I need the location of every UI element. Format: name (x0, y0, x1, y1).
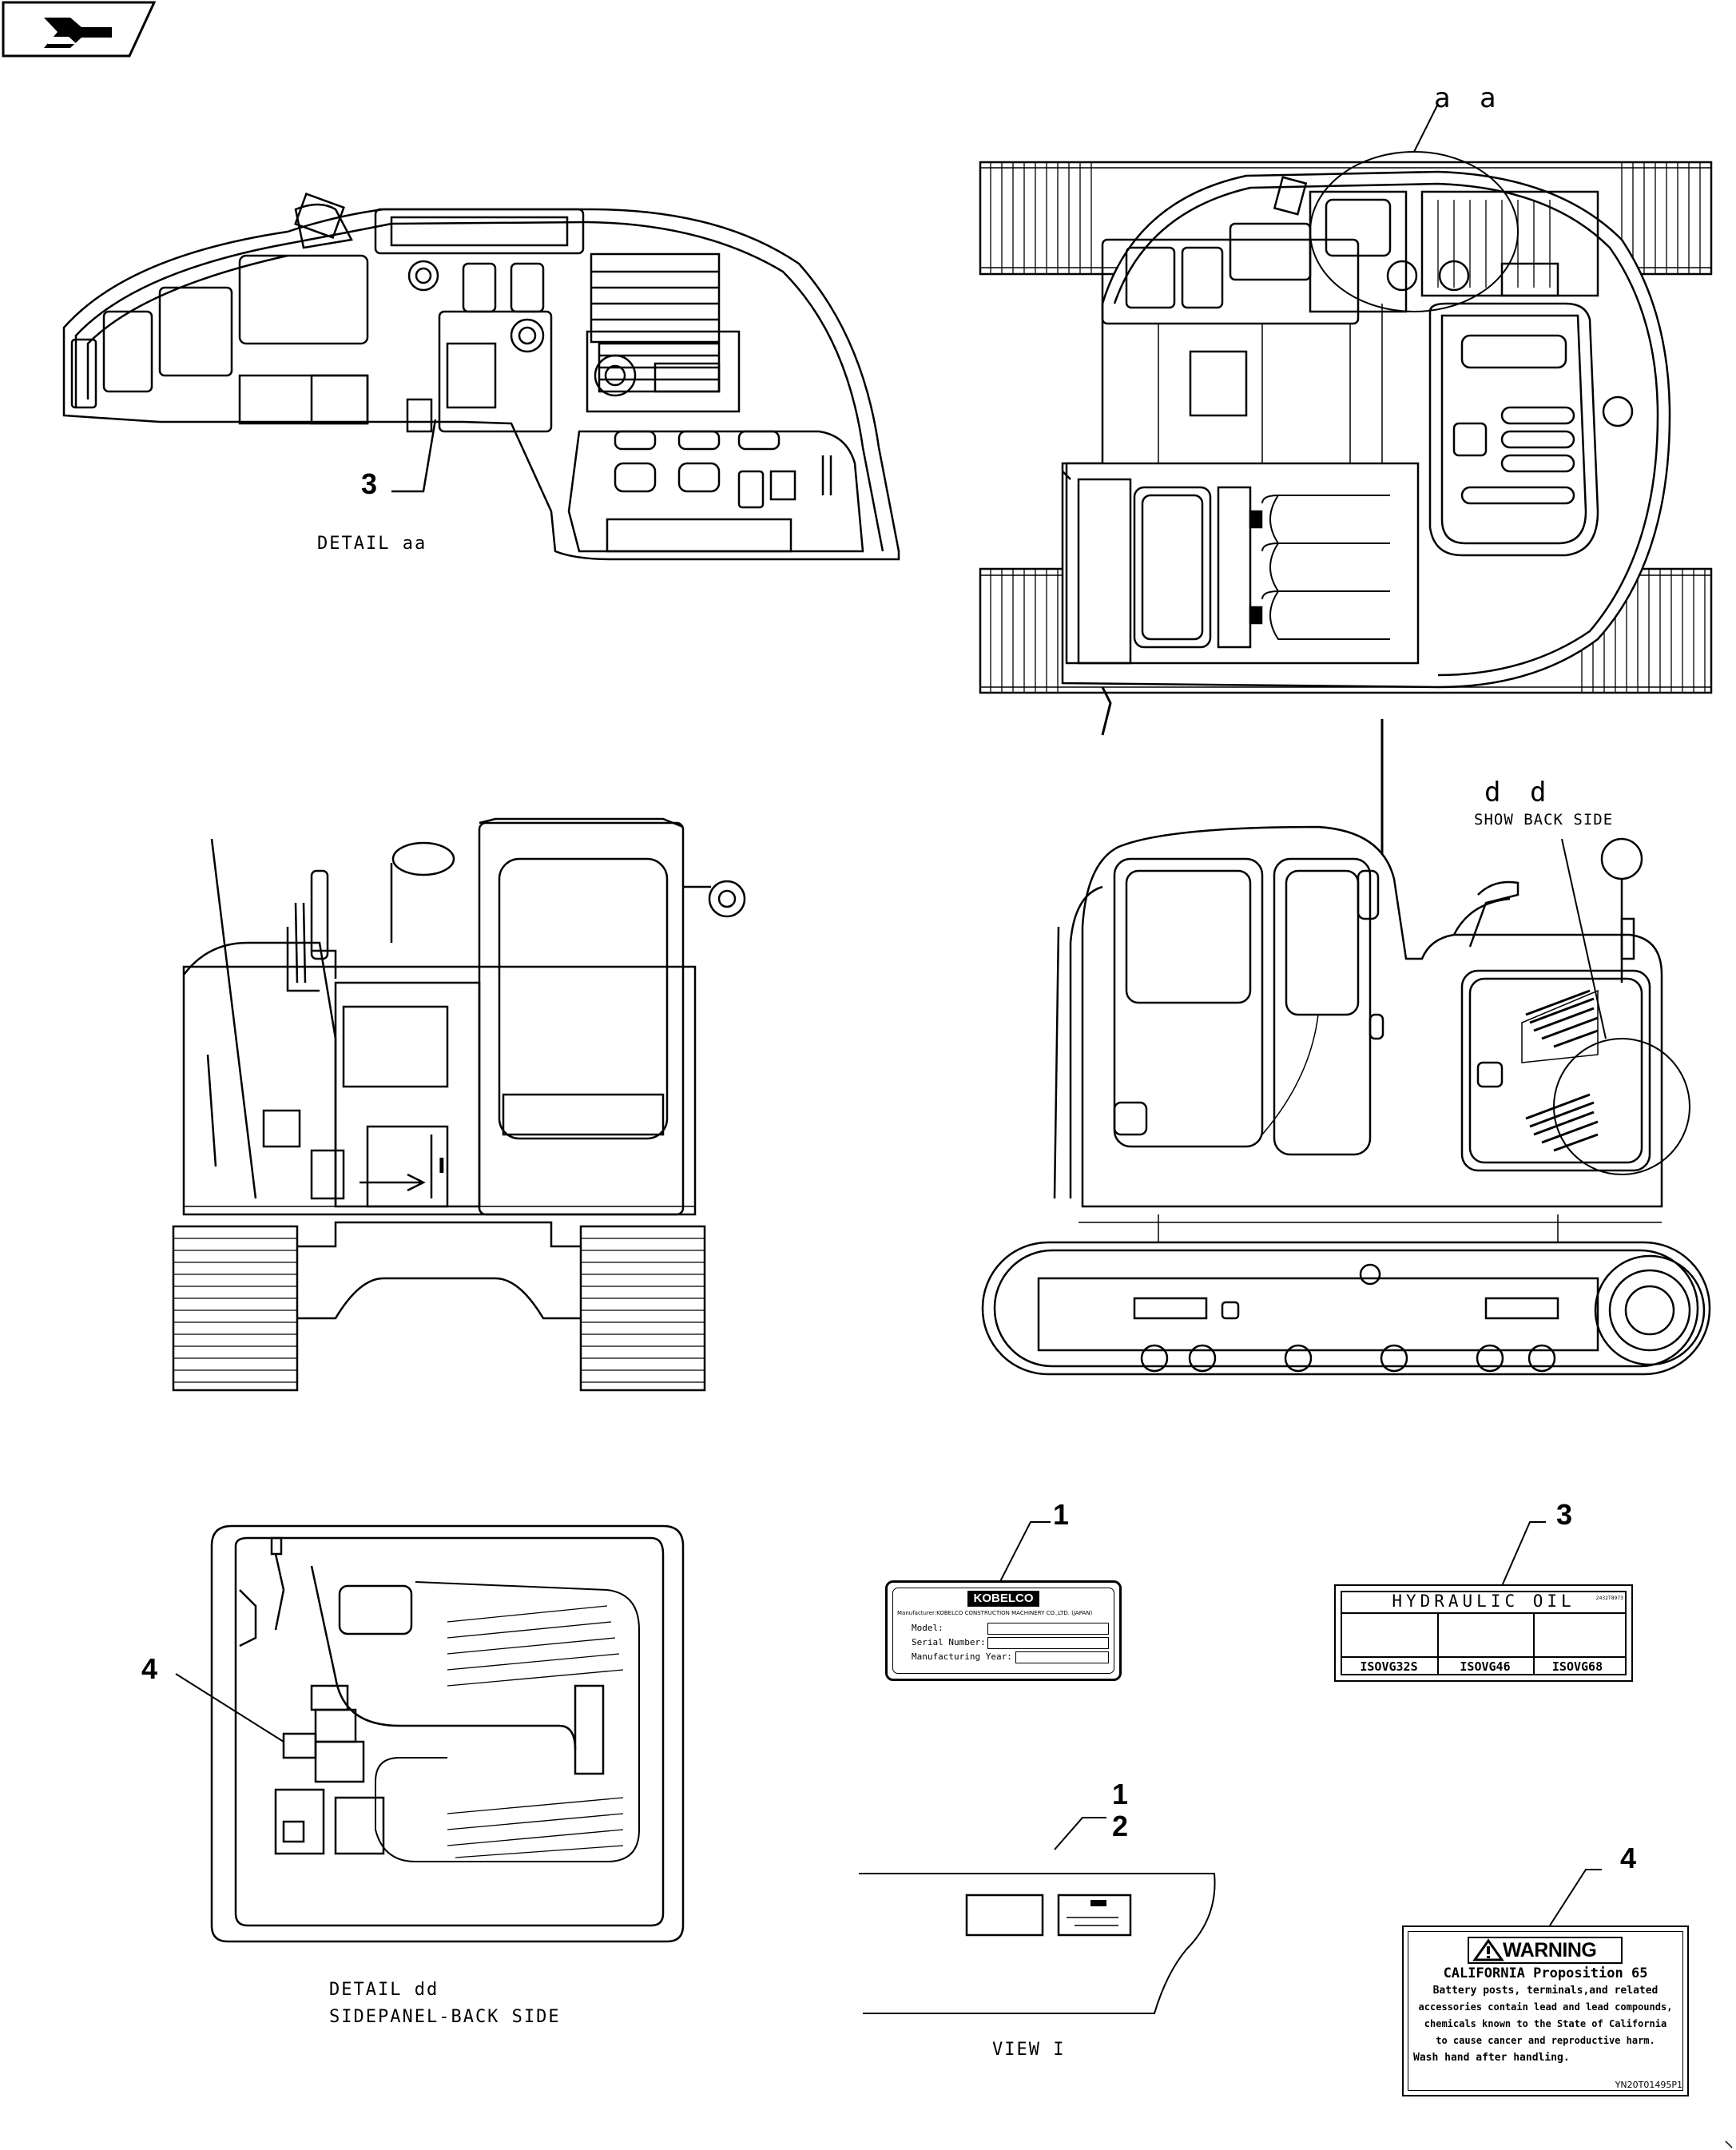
warning-code: YN20T01495P1 (1613, 2080, 1682, 2090)
year-field (1015, 1651, 1109, 1663)
view-i-drawing (859, 1873, 1216, 2014)
warning-triangle-icon (1472, 1938, 1504, 1961)
callout-4-dd: 4 (141, 1652, 158, 1685)
nameplate-model: Model: (912, 1623, 943, 1633)
top-view-drawing (979, 103, 1713, 855)
nameplate-year: Manufacturing Year: (912, 1651, 1012, 1662)
hydraulic-oil-label: HYDRAULIC OIL 2432T8973 ISOVG32S ISOVG46… (1334, 1584, 1633, 1682)
warning-title: WARNING (1503, 1939, 1597, 1961)
view-i-title: VIEW I (992, 2040, 1066, 2060)
side-view-drawing (981, 825, 1711, 1376)
warning-line-4: chemicals known to the State of Californ… (1424, 2018, 1667, 2029)
grade-46: ISOVG46 (1460, 1659, 1511, 1674)
detail-aa-drawing (62, 193, 900, 561)
nameplate-label: KOBELCO Manufacturer:KOBELCO CONSTRUCTIO… (885, 1580, 1122, 1681)
warning-line-1: CALIFORNIA Proposition 65 (1443, 1965, 1648, 1981)
warning-line-5: to cause cancer and reproductive harm. (1436, 2035, 1655, 2046)
callout-4-warning: 4 (1620, 1842, 1637, 1874)
callout-1-view: 1 (1112, 1778, 1129, 1810)
model-field (987, 1623, 1109, 1635)
callout-3-plate: 3 (1556, 1498, 1573, 1531)
grade-32: ISOVG32S (1360, 1659, 1418, 1674)
vent-hatch (1525, 989, 1599, 1152)
warning-header: WARNING (1468, 1937, 1623, 1964)
rear-view-drawing (172, 817, 746, 1392)
warning-line-2: Battery posts, terminals,and related (1432, 1985, 1659, 1997)
nameplate-brand: KOBELCO (967, 1591, 1039, 1607)
detail-aa-marker: a a (1434, 82, 1503, 114)
rear-track-hatch (173, 1238, 705, 1383)
arrow-icon[interactable] (2, 1, 157, 58)
callout-2-view: 2 (1112, 1810, 1129, 1842)
nameplate-manufacturer: Manufacturer:KOBELCO CONSTRUCTION MACHIN… (897, 1610, 1093, 1616)
callout-1-plate: 1 (1053, 1498, 1070, 1531)
warning-line-3: accessories contain lead and lead compou… (1418, 2001, 1673, 2013)
warning-label: WARNING CALIFORNIA Proposition 65 Batter… (1402, 1925, 1689, 2096)
warning-text: CALIFORNIA Proposition 65 Battery posts,… (1404, 1965, 1687, 2066)
view-plate-brand: KOBELCO (1073, 1910, 1102, 1916)
callout-3-aa: 3 (361, 467, 378, 500)
grade-68: ISOVG68 (1551, 1659, 1603, 1674)
plate-leaders (994, 1521, 1602, 1926)
rollers (1140, 1344, 1556, 1373)
detail-aa-title: DETAIL aa (317, 534, 427, 554)
detail-dd-subtitle: SIDEPANEL-BACK SIDE (329, 2007, 561, 2027)
detail-dd-marker: d d (1484, 777, 1553, 809)
detail-dd-drawing (175, 1524, 685, 1943)
show-back-side-note: SHOW BACK SIDE (1474, 811, 1614, 829)
hydraulic-title: HYDRAULIC OIL (1392, 1592, 1575, 1611)
panel-hatch (447, 1605, 624, 1858)
hydraulic-part-number: 2432T8973 (1595, 1596, 1623, 1601)
nameplate-serial: Serial Number: (912, 1637, 986, 1647)
serial-field (987, 1637, 1109, 1649)
detail-dd-title: DETAIL dd (329, 1980, 439, 2000)
view-arrow-label: I (438, 1154, 446, 1178)
warning-line-6: Wash hand after handling. (1413, 2052, 1570, 2064)
